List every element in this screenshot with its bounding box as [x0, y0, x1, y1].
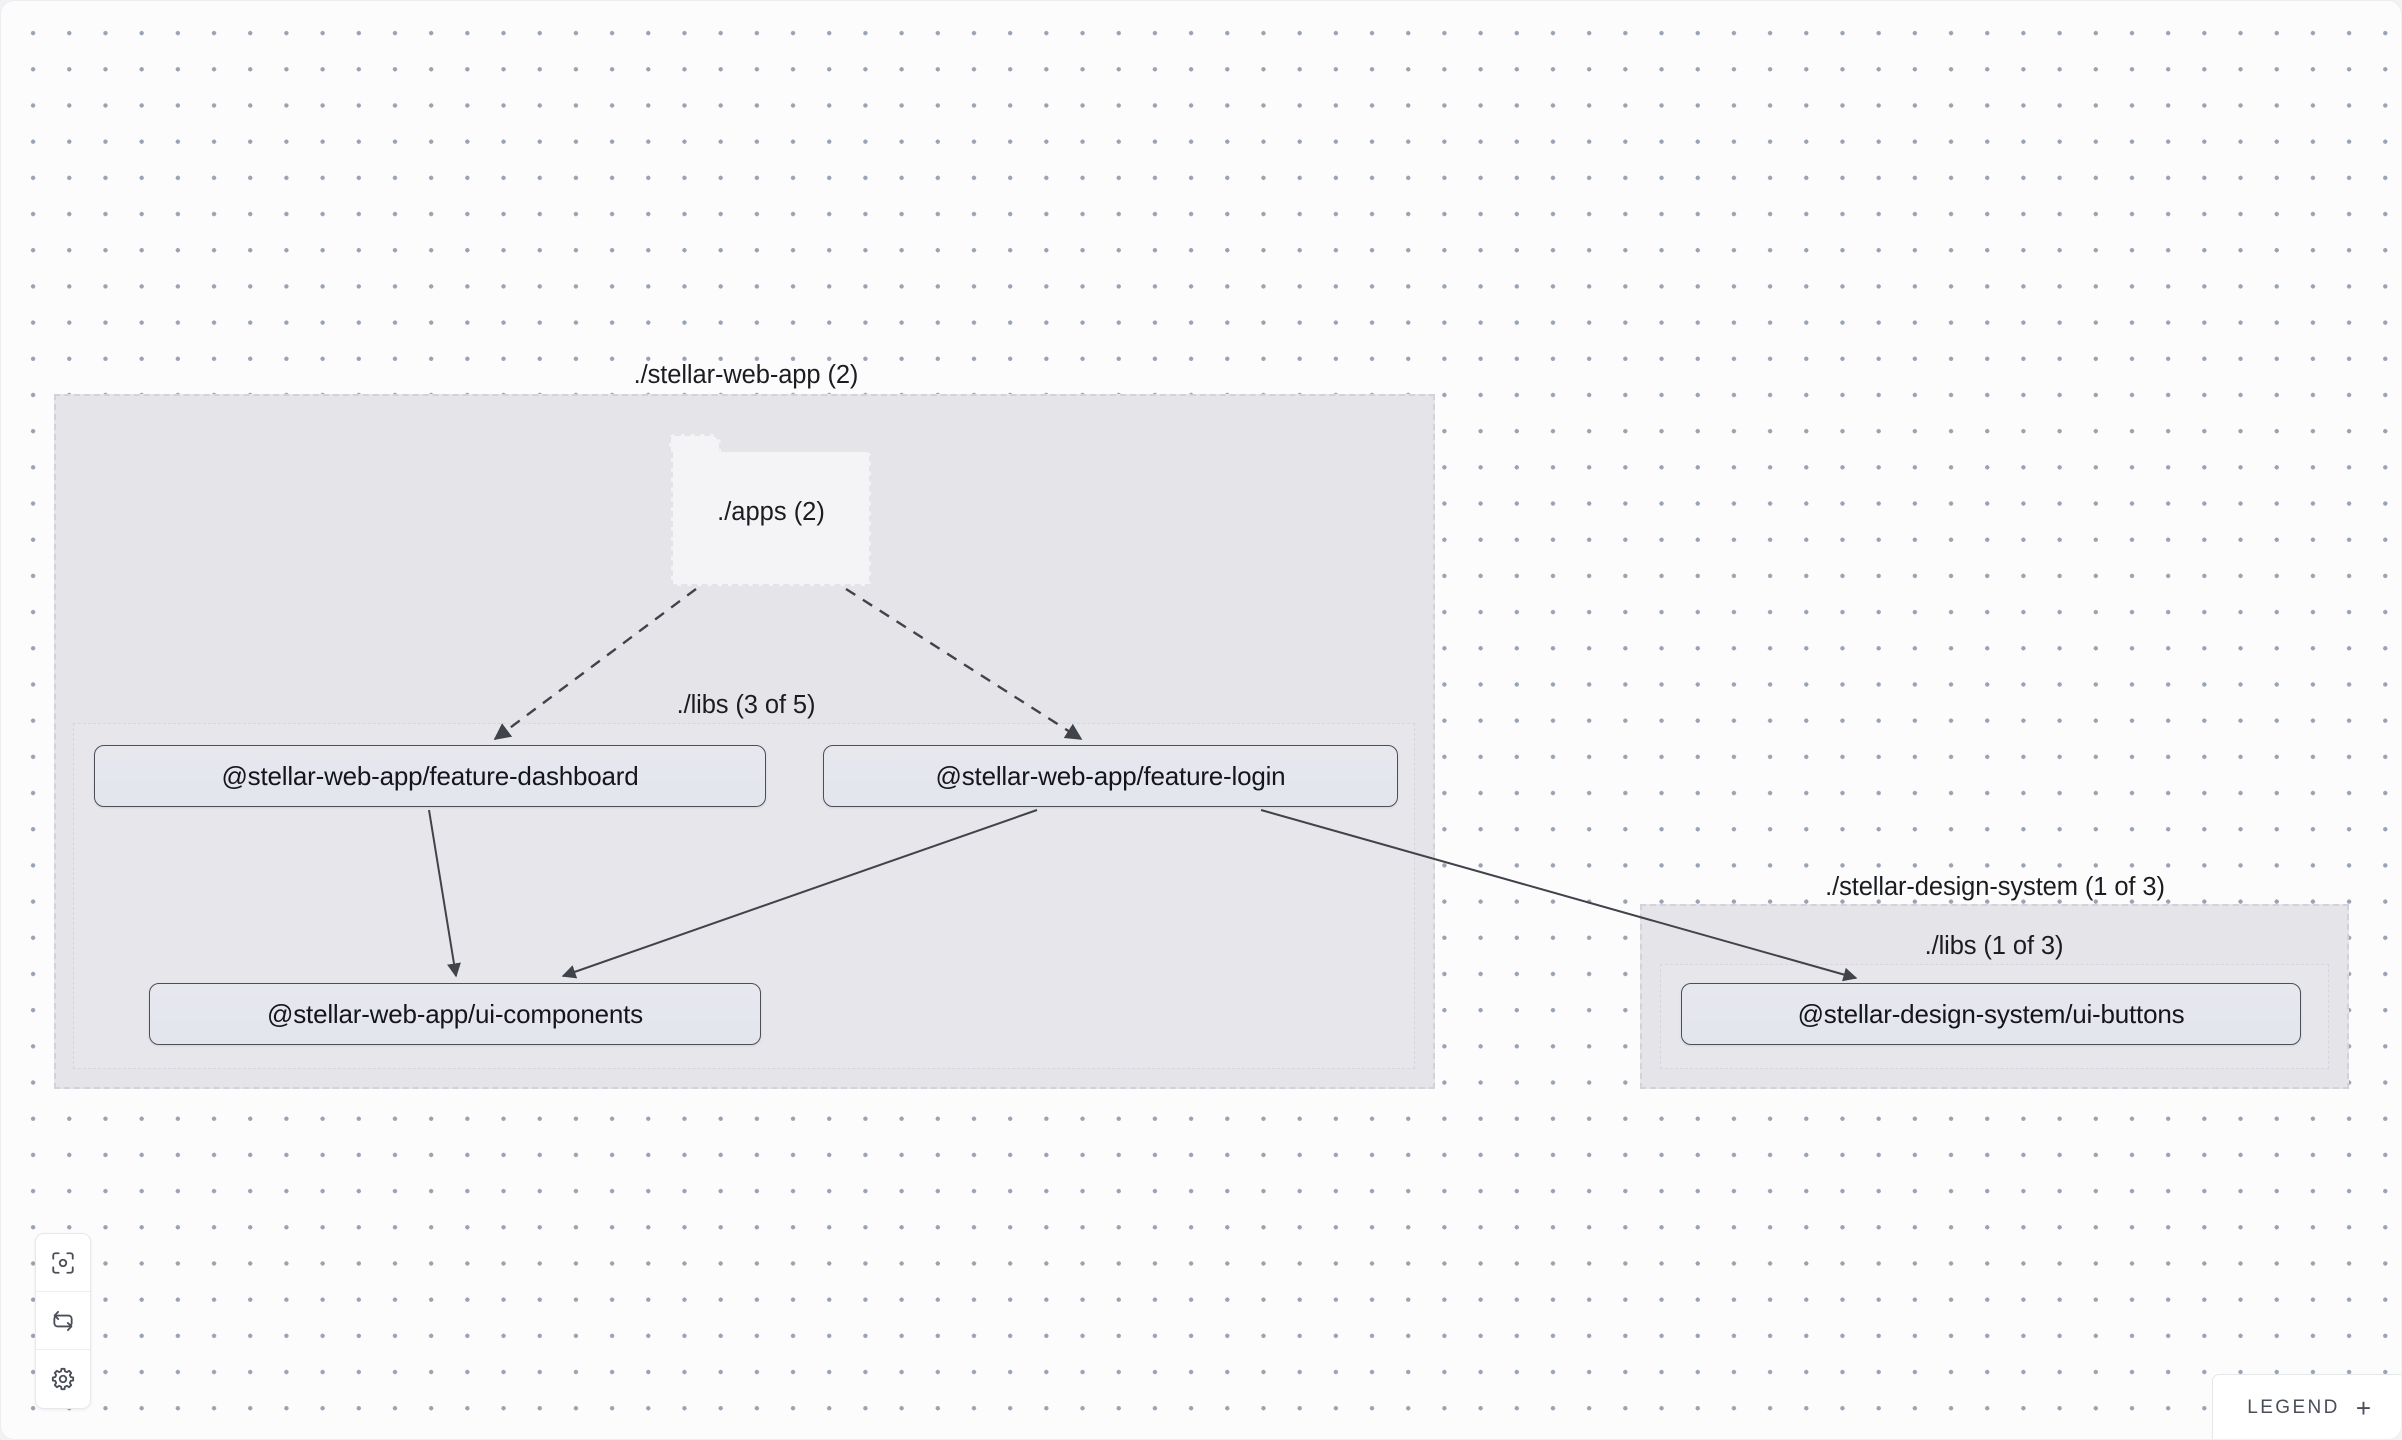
- gear-icon: [50, 1366, 76, 1392]
- folder-body: [671, 452, 871, 586]
- folder-tab: [669, 434, 721, 452]
- folder-label-apps: ./apps (2): [717, 498, 825, 526]
- group-label-stellar-design-system: ./stellar-design-system (1 of 3): [1825, 873, 2165, 901]
- group-label-stellar-web-app: ./stellar-web-app (2): [633, 361, 859, 389]
- node-feature-login[interactable]: @stellar-web-app/feature-login: [823, 745, 1398, 807]
- legend-label: LEGEND: [2247, 1397, 2340, 1418]
- focus-target-icon: [50, 1250, 76, 1276]
- node-ui-components[interactable]: @stellar-web-app/ui-components: [149, 983, 761, 1045]
- folder-apps[interactable]: ./apps (2): [669, 434, 871, 586]
- graph-toolbar[interactable]: [35, 1233, 91, 1409]
- legend-expand-icon[interactable]: +: [2355, 1393, 2371, 1423]
- legend-panel[interactable]: LEGEND +: [2212, 1374, 2401, 1439]
- node-ui-buttons[interactable]: @stellar-design-system/ui-buttons: [1681, 983, 2301, 1045]
- refresh-icon: [50, 1308, 76, 1334]
- subgroup-label-design-system-libs: ./libs (1 of 3): [1924, 932, 2064, 960]
- node-feature-dashboard[interactable]: @stellar-web-app/feature-dashboard: [94, 745, 766, 807]
- focus-graph-button[interactable]: [36, 1234, 90, 1292]
- subgroup-label-web-app-libs: ./libs (3 of 5): [676, 691, 816, 719]
- settings-button[interactable]: [36, 1350, 90, 1408]
- refresh-graph-button[interactable]: [36, 1292, 90, 1350]
